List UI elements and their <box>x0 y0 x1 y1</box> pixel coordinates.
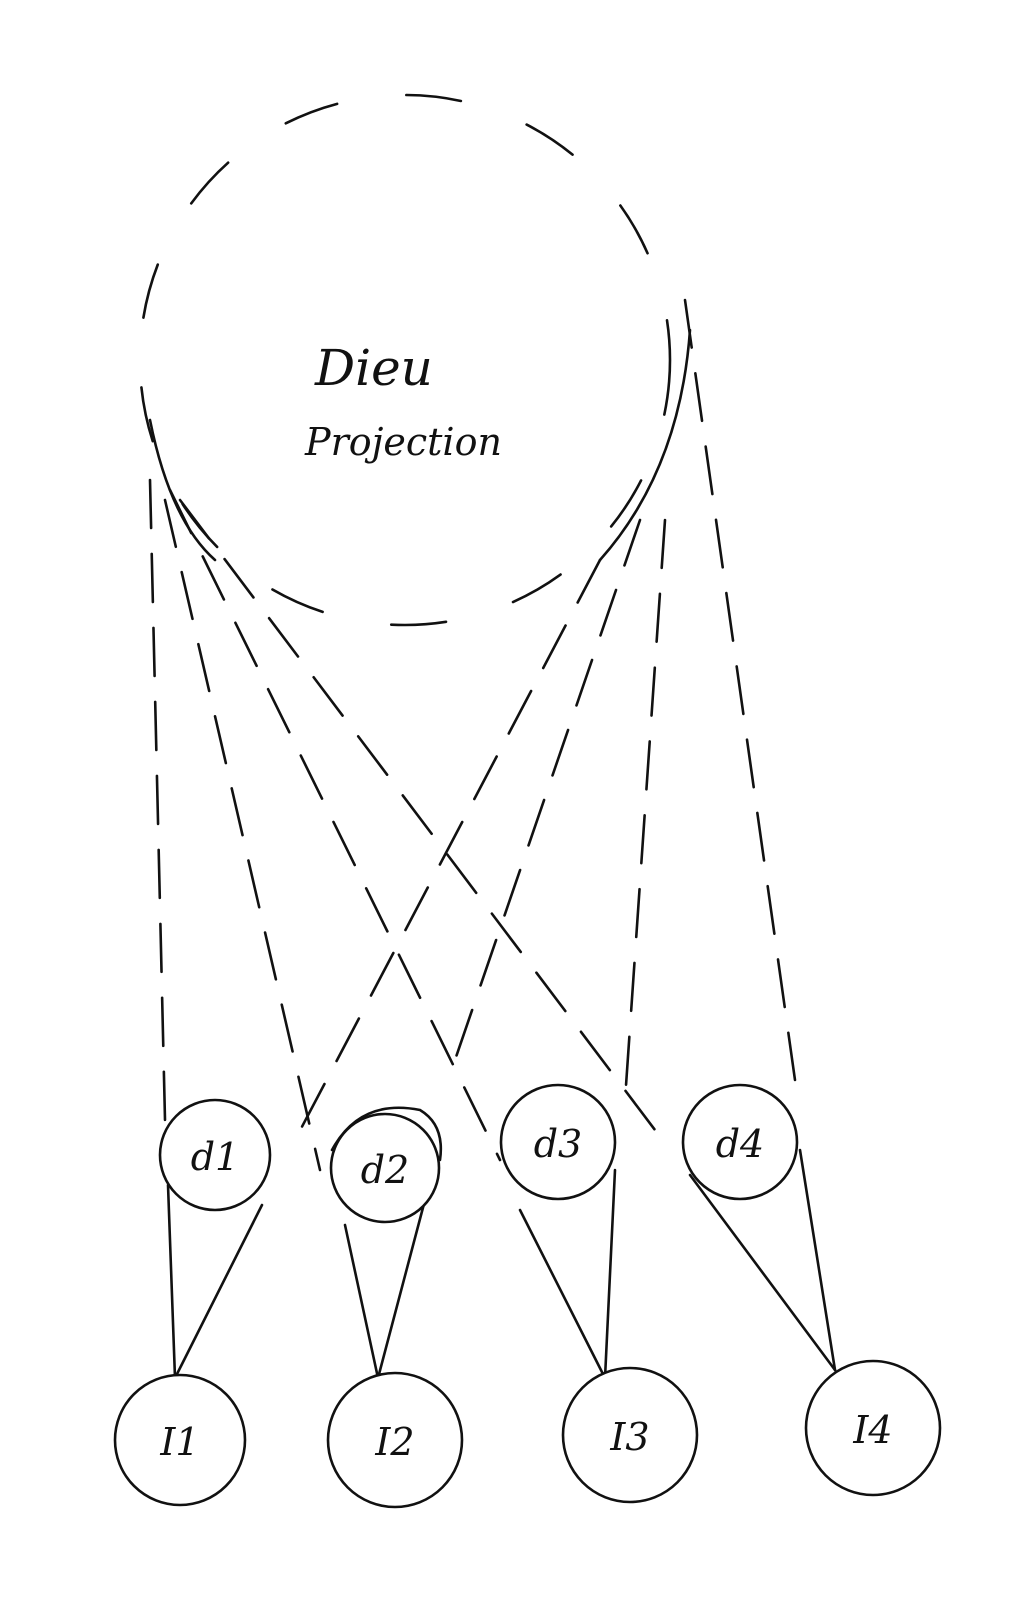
projection-line-right-d1 <box>293 558 602 1142</box>
projection-line-left-d3 <box>168 488 502 1162</box>
i-node-4: I4 <box>804 1359 942 1497</box>
link-d3-i3-b <box>603 1168 617 1380</box>
i-node-3-label: I3 <box>609 1415 649 1459</box>
i-node-1: I1 <box>113 1373 247 1507</box>
links <box>166 1148 837 1380</box>
link-d4-i4-b <box>798 1148 837 1372</box>
i-nodes: I1 I2 I3 I4 <box>113 1359 942 1509</box>
projection-line-right-d3 <box>623 518 667 1102</box>
i-node-2-label: I2 <box>374 1420 414 1464</box>
projection-line-right-d4 <box>683 298 797 1082</box>
d-node-1-label: d1 <box>191 1135 240 1179</box>
d-node-3: d3 <box>499 1083 617 1201</box>
projection-line-left-d4 <box>178 498 657 1132</box>
link-d2-i2-b <box>376 1198 427 1380</box>
link-d1-i1-b <box>173 1203 264 1380</box>
projection-line-left-d2 <box>163 498 322 1172</box>
projection-line-left-d1 <box>148 478 167 1122</box>
link-d4-i4-a <box>688 1173 837 1372</box>
d-node-2: d2 <box>329 1106 443 1224</box>
i-node-4-label: I4 <box>852 1408 892 1452</box>
link-d3-i3-a <box>518 1208 607 1380</box>
i-node-3: I3 <box>561 1366 699 1504</box>
d-node-1: d1 <box>158 1098 272 1212</box>
projection-lines <box>148 298 797 1172</box>
projection-label: Projection <box>304 420 502 464</box>
d-node-4: d4 <box>681 1083 799 1201</box>
d-node-3-label: d3 <box>534 1122 583 1166</box>
link-d1-i1-a <box>166 1183 177 1380</box>
d-nodes: d1 d2 d3 d4 <box>158 1083 799 1224</box>
dieu-label: Dieu <box>314 339 433 397</box>
link-d2-i2-a <box>343 1223 380 1380</box>
d-node-2-label: d2 <box>361 1148 410 1192</box>
projection-line-right-d2 <box>453 518 642 1062</box>
d-node-4-label: d4 <box>716 1122 765 1166</box>
i-node-2: I2 <box>326 1371 464 1509</box>
i-node-1-label: I1 <box>159 1420 199 1464</box>
